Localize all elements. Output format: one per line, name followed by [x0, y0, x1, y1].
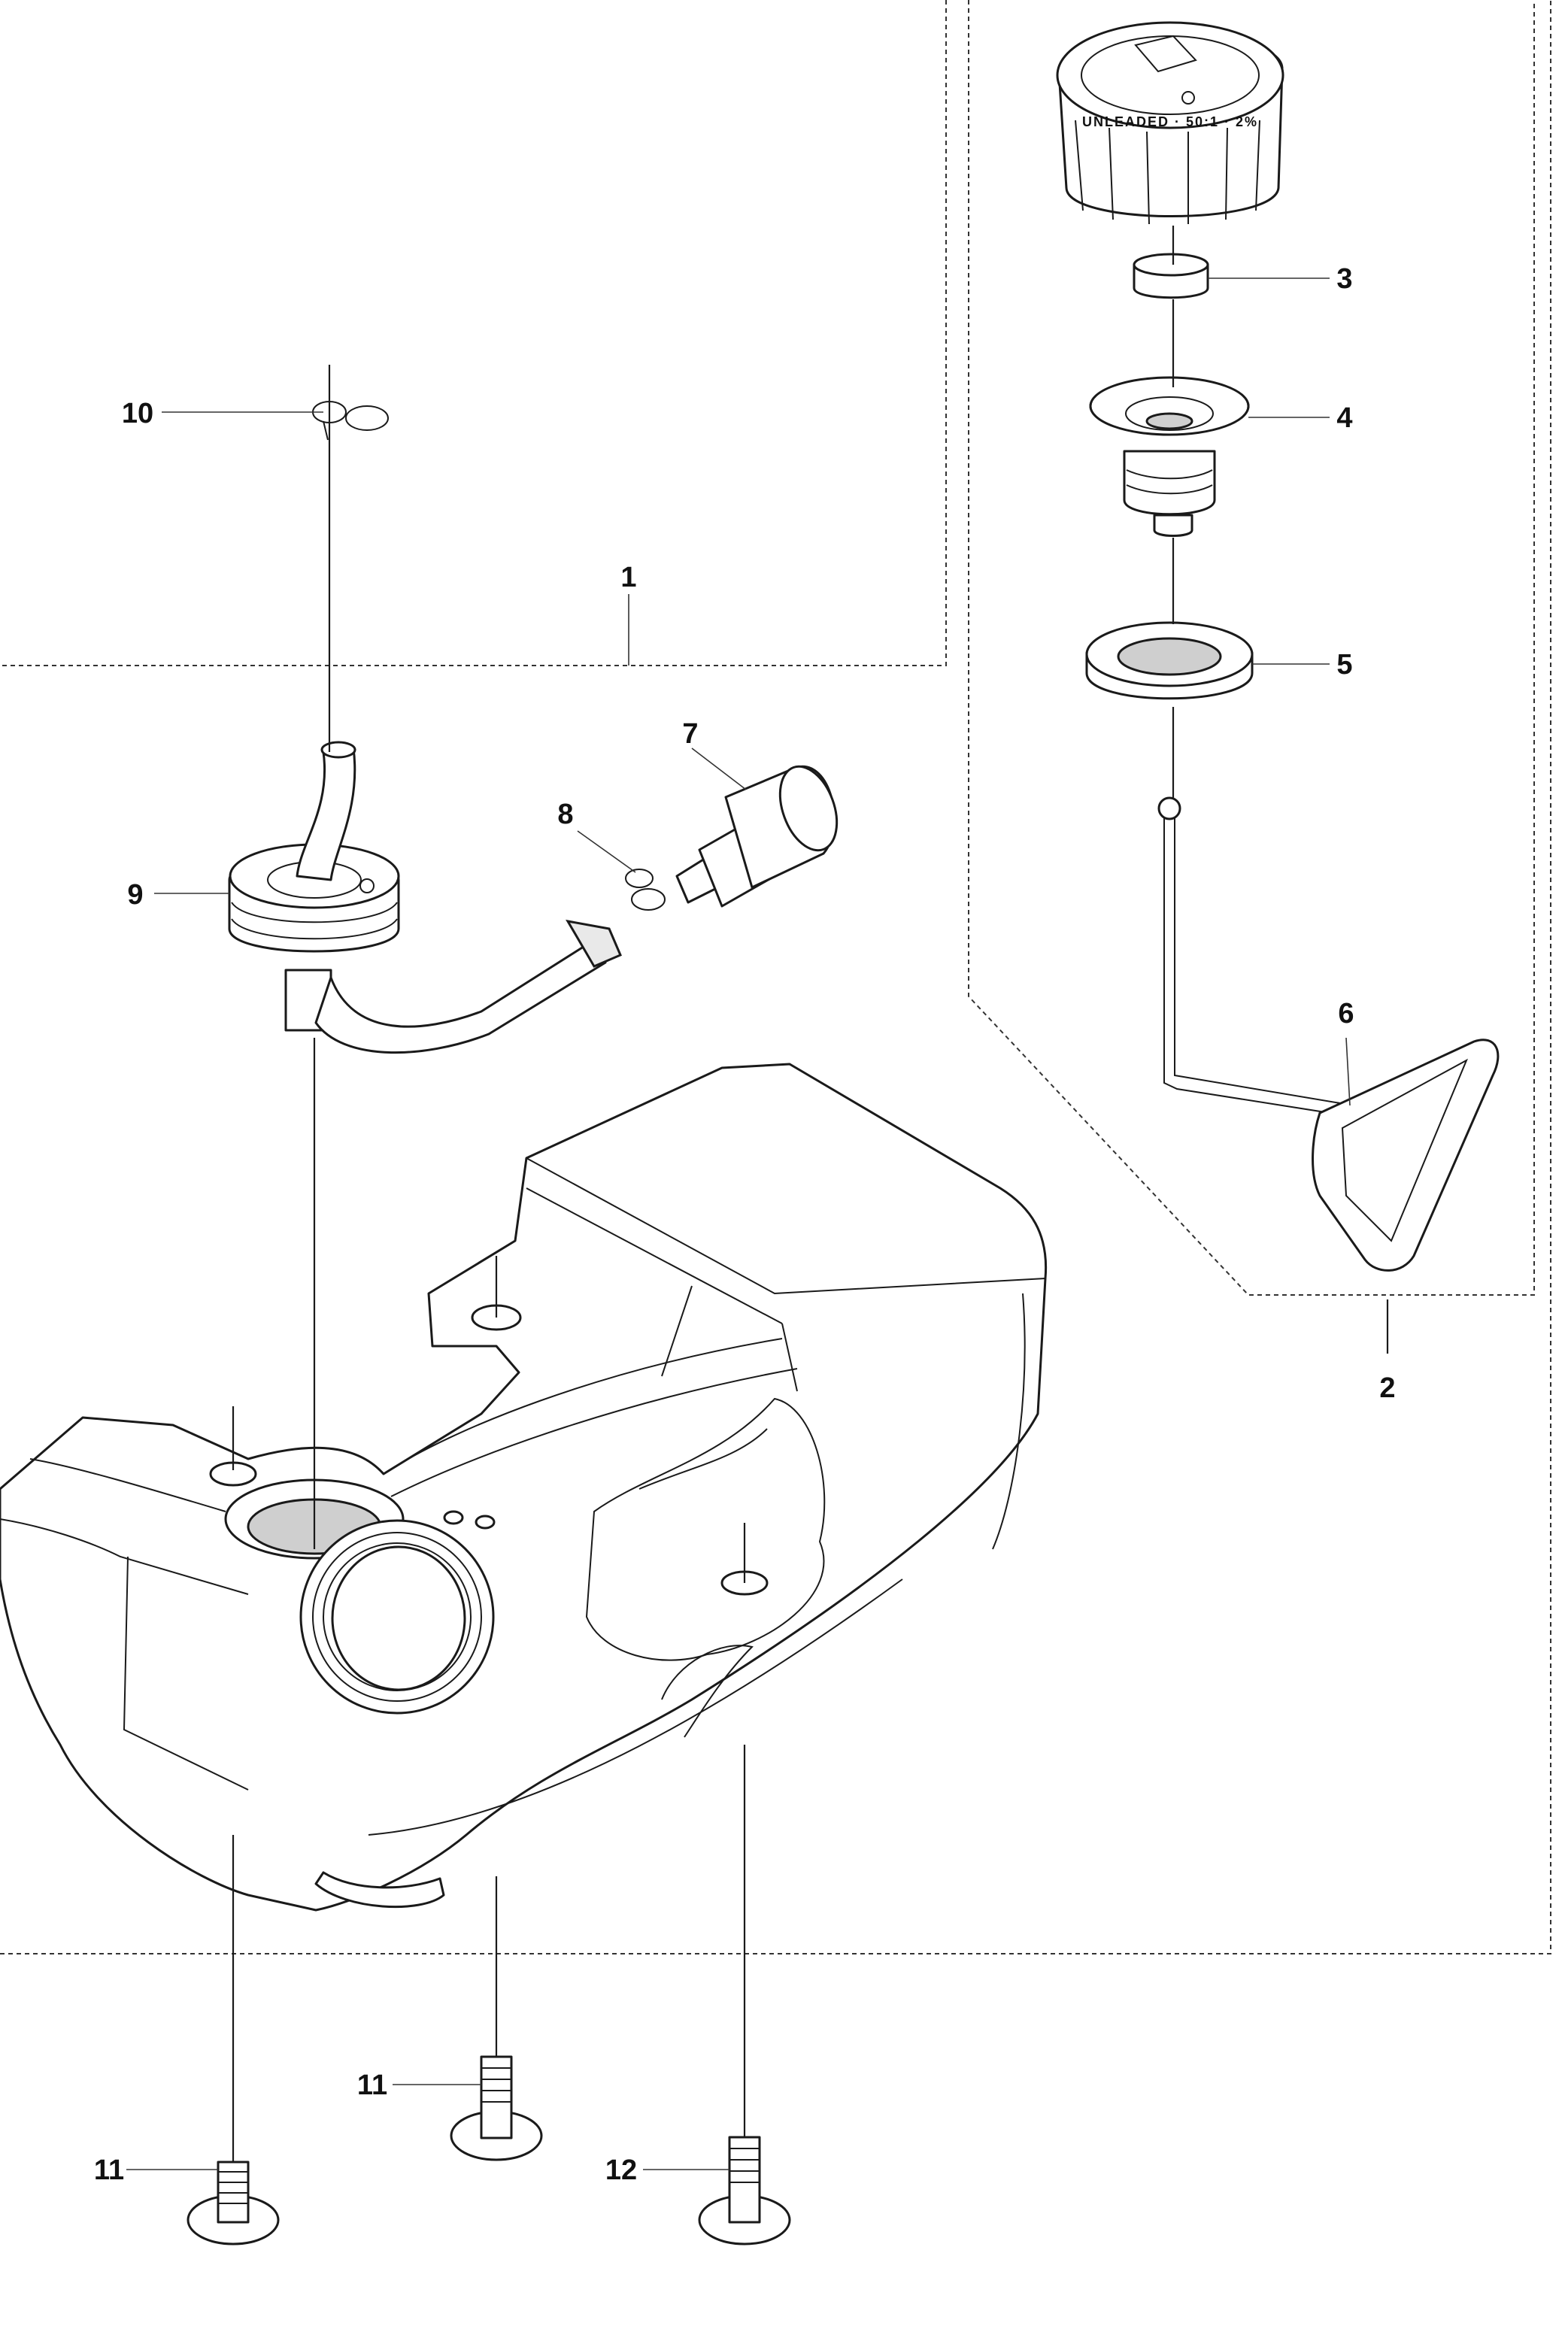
- callout-label-12: 12: [605, 2155, 637, 2186]
- cap-embossed-text: UNLEADED · 50:1 · 2%: [1082, 114, 1258, 129]
- assembly-axis-lines: [232, 226, 1389, 2162]
- callout-label-3: 3: [1336, 263, 1352, 295]
- part-fuel-cap: [1056, 21, 1284, 225]
- callout-label-11-left: 11: [94, 2155, 124, 2186]
- callout-label-9: 9: [127, 879, 143, 911]
- part-fuel-filter: [675, 765, 839, 908]
- callout-label-11-middle: 11: [357, 2070, 387, 2101]
- part-grommet-with-fuel-hose: [228, 741, 622, 1054]
- callout-label-1: 1: [620, 562, 636, 593]
- callout-leaders: [126, 277, 1351, 2170]
- callout-label-10: 10: [122, 398, 153, 429]
- callout-label-2: 2: [1379, 1372, 1395, 1404]
- part-screw-11-middle: [450, 2055, 543, 2161]
- group-outline-fuel-tank-assembly: [0, 0, 1551, 1954]
- callout-label-4: 4: [1336, 402, 1352, 434]
- callout-label-8: 8: [557, 799, 573, 830]
- part-fuel-tank: [0, 1063, 1048, 1912]
- group-outline-fuel-cap-assembly: [968, 0, 1535, 1296]
- callout-label-7: 7: [682, 718, 698, 750]
- part-hose-clip: [312, 401, 389, 441]
- part-screw-12: [698, 2136, 791, 2246]
- part-cap-gasket: [1085, 621, 1254, 700]
- part-cap-valve-body: [1089, 376, 1250, 537]
- callout-label-5: 5: [1336, 649, 1352, 681]
- callout-label-6: 6: [1338, 998, 1354, 1030]
- part-cap-seal-disc: [1133, 253, 1209, 299]
- part-cap-retainer-strap: [1157, 796, 1500, 1272]
- part-small-clip: [625, 869, 666, 911]
- part-screw-11-left: [187, 2161, 280, 2246]
